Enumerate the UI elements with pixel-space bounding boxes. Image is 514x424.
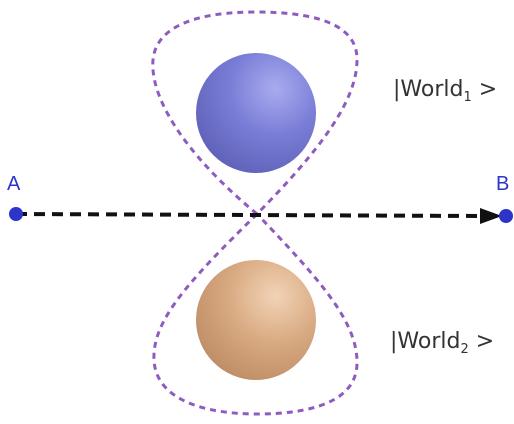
world2-state-label: |World2 >	[390, 329, 494, 357]
world2-subscript: 2	[460, 342, 468, 357]
world2-bar: |	[390, 329, 397, 354]
world1-close: >	[472, 77, 497, 102]
arrowhead-icon	[480, 208, 502, 224]
world1-subscript: 1	[463, 90, 471, 105]
point-a	[9, 207, 23, 221]
world1-word: World	[400, 77, 463, 102]
world1-bar: |	[393, 77, 400, 102]
point-b	[499, 209, 513, 223]
point-a-label: A	[7, 173, 21, 195]
dashed-arrow-line	[16, 214, 482, 216]
world2-word: World	[397, 329, 460, 354]
point-b-label: B	[496, 173, 509, 195]
lower-sphere	[196, 260, 316, 380]
world1-state-label: |World1 >	[393, 77, 497, 105]
upper-sphere	[196, 53, 316, 173]
world2-close: >	[469, 329, 494, 354]
